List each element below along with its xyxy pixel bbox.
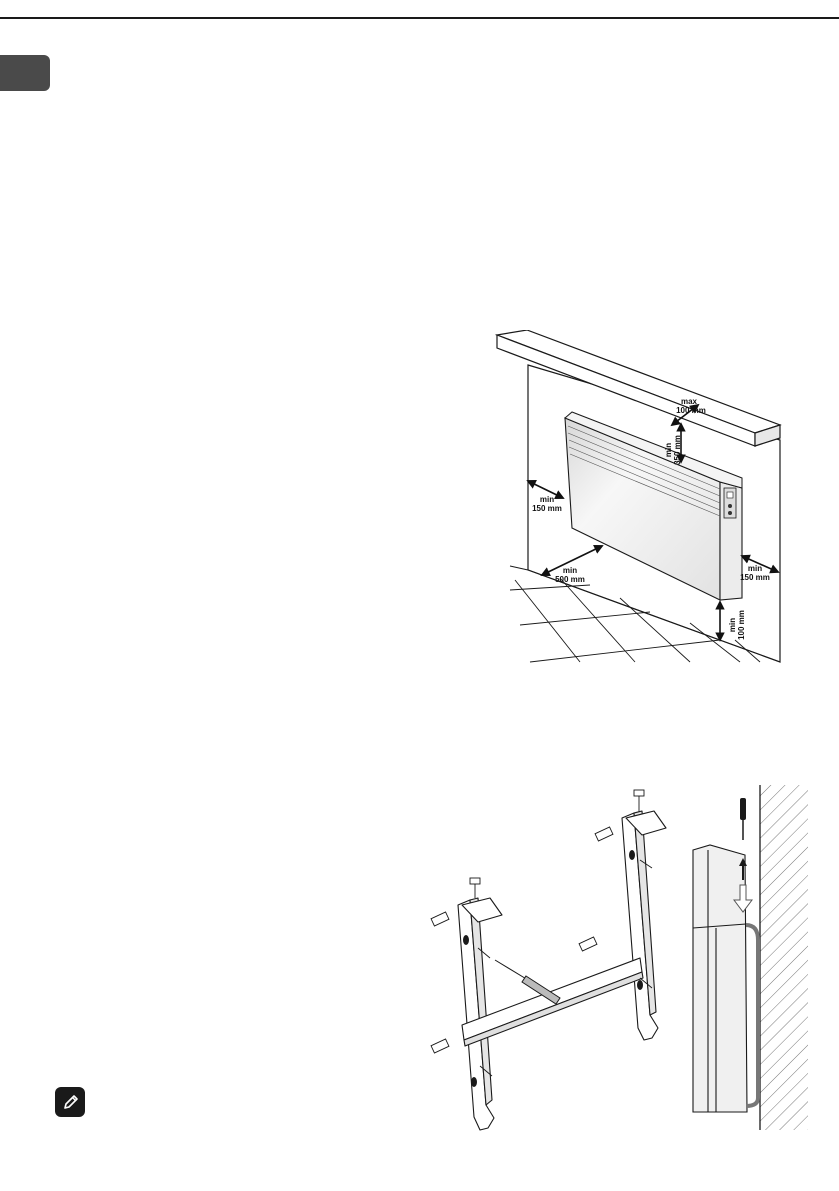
wall-bracket-rail (745, 923, 760, 1108)
wall-hatching (760, 785, 808, 1130)
clearance-figure: max 100 mm min 350 mm min 150 mm min 500… (495, 330, 785, 670)
bracket-leg-left (457, 897, 503, 1131)
side-view-figure (685, 785, 810, 1135)
label-right-line1: min (748, 564, 762, 573)
floor-tiles (509, 565, 781, 663)
label-left-line1: min (540, 495, 554, 504)
label-above-line1: min (664, 443, 673, 457)
pencil-icon (55, 1087, 85, 1117)
down-arrow-icon (733, 884, 753, 913)
label-right-line2: 150 mm (740, 573, 770, 582)
screwdriver-icon (740, 798, 746, 840)
bracket-leg-right (621, 810, 667, 1041)
heater-side-profile (692, 844, 748, 1113)
language-tab (0, 55, 50, 91)
arrow-left-side (526, 480, 565, 499)
arrow-front (540, 545, 604, 576)
label-shelf-line2: 100 mm (676, 406, 706, 415)
label-left-line2: 150 mm (532, 504, 562, 513)
screws-and-plugs (430, 789, 653, 1077)
up-arrow-icon (739, 858, 747, 880)
keyhole-slots (463, 850, 643, 1087)
arrow-top-shelf (670, 403, 700, 427)
label-floor-line2: 100 mm (737, 610, 746, 640)
label-floor-line1: min (728, 618, 737, 632)
bracket-figure (415, 785, 675, 1135)
panel-heater (564, 411, 743, 601)
label-above-line2: 350 mm (673, 435, 682, 465)
label-front-line2: 500 mm (555, 575, 585, 584)
arrow-right-side (740, 554, 780, 574)
label-front-line1: min (563, 566, 577, 575)
label-shelf-line1: max (681, 397, 698, 406)
top-rule (0, 17, 839, 19)
screwdriver-icon (494, 959, 561, 1005)
